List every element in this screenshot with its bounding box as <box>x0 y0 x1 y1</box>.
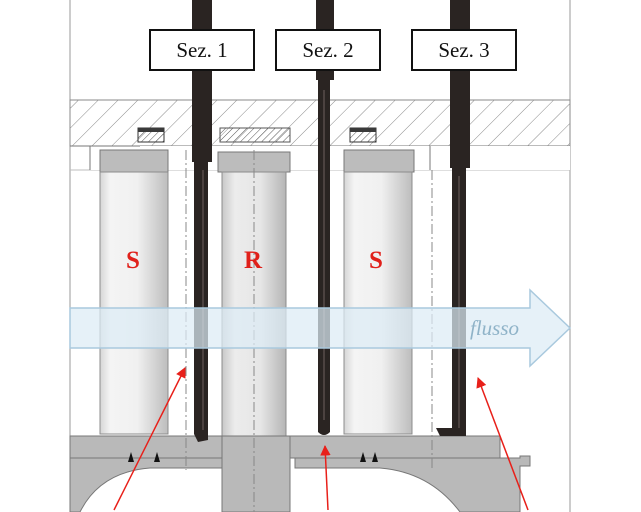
blade-stator-right <box>343 149 415 435</box>
section-box-3: Sez. 3 <box>411 29 517 71</box>
label-rotor: R <box>244 247 263 274</box>
hub-disk <box>69 435 531 512</box>
label-stator-left: S <box>126 247 140 274</box>
blade-stator-left <box>99 149 169 435</box>
flow-label: flusso <box>470 316 519 340</box>
pointer-arrow-sez1 <box>113 367 186 511</box>
seal-rotor <box>219 127 291 143</box>
pointer-arrows <box>113 367 529 511</box>
section-label-2: Sez. 2 <box>302 38 353 62</box>
flow-arrow: flusso <box>69 288 572 368</box>
seal-left <box>137 127 165 143</box>
section-label-1: Sez. 1 <box>176 38 227 62</box>
section-label-3: Sez. 3 <box>438 38 489 62</box>
pointer-arrow-sez3 <box>476 377 529 511</box>
label-stator-right: S <box>369 247 383 274</box>
section-box-2: Sez. 2 <box>275 29 381 71</box>
section-box-1: Sez. 1 <box>149 29 255 71</box>
pointer-arrow-sez2 <box>320 444 331 511</box>
seal-right <box>349 127 377 143</box>
